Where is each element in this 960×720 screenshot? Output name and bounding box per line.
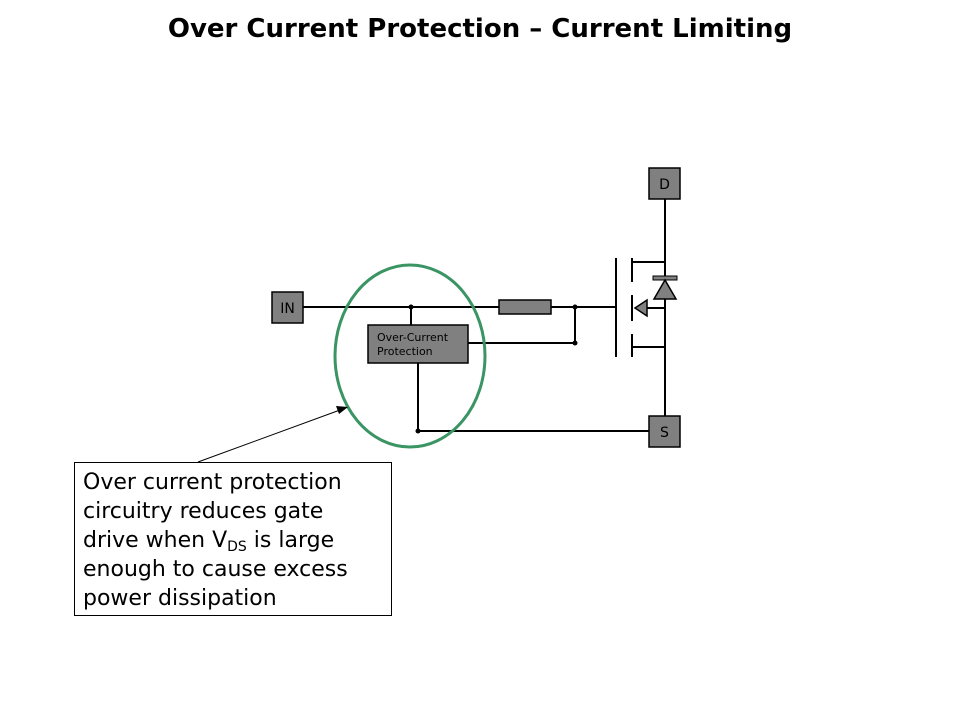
junction-gate-top bbox=[572, 304, 578, 310]
callout-arrow bbox=[197, 406, 348, 463]
pin-in-label: IN bbox=[280, 301, 295, 317]
pin-source-label: S bbox=[660, 425, 669, 441]
callout-text-after: is large enough to cause excess power di… bbox=[83, 528, 348, 611]
pin-source: S bbox=[648, 415, 681, 448]
junction-source-node bbox=[415, 428, 421, 434]
highlight-ellipse bbox=[333, 263, 487, 449]
gate-resistor bbox=[498, 299, 552, 315]
junction-dots bbox=[408, 304, 578, 434]
ocp-block-box bbox=[367, 324, 469, 364]
mosfet-arrow bbox=[633, 298, 648, 318]
junction-in-node bbox=[408, 304, 414, 310]
wires bbox=[303, 199, 666, 432]
body-diode bbox=[652, 275, 678, 300]
pin-drain-label: D bbox=[659, 177, 670, 193]
ocp-label-line2: Protection bbox=[377, 345, 433, 358]
junction-gate-bottom bbox=[572, 340, 578, 346]
callout-textbox: Over current protection circuitry reduce… bbox=[74, 462, 392, 616]
ocp-block: Over-Current Protection bbox=[367, 324, 469, 364]
callout-subscript: DS bbox=[227, 539, 247, 555]
pin-drain: D bbox=[648, 167, 681, 200]
pin-in: IN bbox=[271, 291, 304, 324]
diode-triangle bbox=[652, 278, 678, 300]
ocp-label-line1: Over-Current bbox=[377, 331, 449, 344]
arrow-head-icon bbox=[336, 406, 348, 414]
callout-text-before: Over current protection circuitry reduce… bbox=[83, 470, 342, 553]
slide-title: Over Current Protection – Current Limiti… bbox=[167, 14, 793, 44]
mosfet-symbol bbox=[615, 258, 648, 357]
